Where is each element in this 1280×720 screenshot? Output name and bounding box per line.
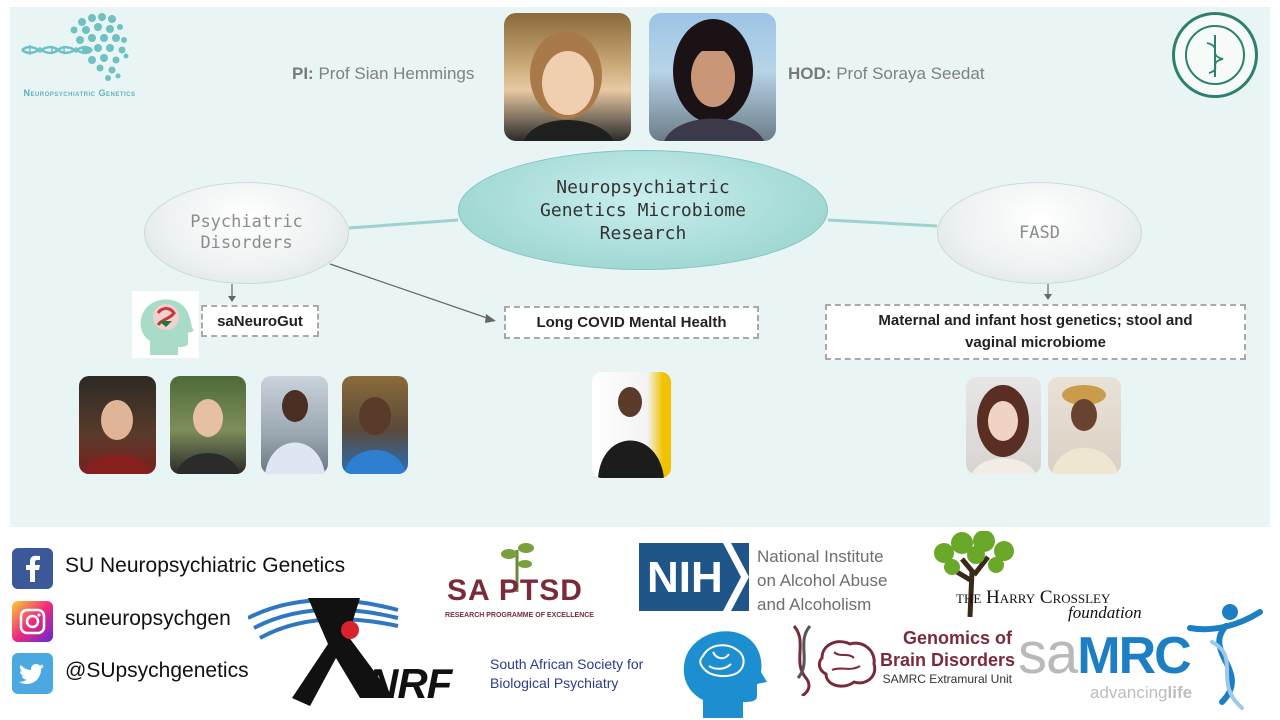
- sasbp-name: South African Society for Biological Psy…: [490, 655, 643, 693]
- plant-sprout-icon: [501, 543, 534, 592]
- arrow-longcovid: [329, 263, 491, 320]
- gbd-text: Genomics of Brain Disorders SAMRC Extram…: [880, 627, 1016, 687]
- samrc-logo: saMRC: [1018, 621, 1192, 700]
- portrait-1: [85, 400, 151, 474]
- sa-ptsd-logo: SA PTSD RESEARCH PROGRAMME OF EXCELLENCE: [437, 540, 602, 622]
- node-psychiatric-disorders: Psychiatric Disorders: [144, 182, 349, 284]
- samrc-tag-advancing: advancing: [1090, 683, 1168, 702]
- diagram-connectors: [228, 218, 1052, 323]
- logo-caption: Neuropsychiatric Genetics: [23, 88, 136, 98]
- niaaa-line-1: National Institute: [757, 547, 884, 566]
- box-long-covid-label: Long COVID Mental Health: [536, 314, 727, 331]
- portrait-2: [176, 399, 240, 474]
- niaaa-line-2: on Alcohol Abuse: [757, 571, 888, 590]
- connector-left: [348, 218, 459, 230]
- portrait-4: [344, 397, 406, 474]
- pi-name: Prof Sian Hemmings: [318, 64, 475, 83]
- team-photo-6: [966, 377, 1041, 474]
- dna-head-icon: [21, 13, 129, 81]
- facebook-handle[interactable]: SU Neuropsychiatric Genetics: [65, 554, 346, 577]
- nrf-logo: NRF: [247, 588, 458, 712]
- tree-icon: [934, 530, 1014, 618]
- dna-person-icon: [1187, 604, 1263, 710]
- team-photo-2: [170, 376, 246, 474]
- portrait-7: [1052, 385, 1118, 474]
- box-maternal-label: Maternal and infant host genetics; stool…: [878, 312, 1193, 351]
- sa-ptsd-text: SA PTSD: [447, 574, 583, 607]
- twitter-icon[interactable]: [12, 653, 53, 694]
- sasbp-line-2: Biological Psychiatry: [490, 675, 619, 691]
- nih-chevron-icon: [723, 543, 749, 611]
- samrc-figure: [1182, 602, 1270, 714]
- nih-logo: NIH: [639, 543, 749, 611]
- twitter-handle[interactable]: @SUpsychgenetics: [65, 659, 249, 682]
- niaaa-name: National Institute on Alcohol Abuse and …: [757, 545, 887, 617]
- nrf-emblem: [247, 598, 399, 706]
- hod-photo: [649, 13, 776, 141]
- team-photo-5: [592, 372, 671, 478]
- connector-right: [827, 218, 938, 228]
- nrf-text: NRF: [368, 660, 452, 707]
- node-psychiatric-label: Psychiatric Disorders: [190, 212, 303, 253]
- pi-photo: [504, 13, 631, 141]
- caduceus-icon: [1206, 35, 1224, 77]
- university-seal: [1172, 12, 1258, 98]
- nih-text: NIH: [647, 553, 723, 602]
- pi-label: PI: Prof Sian Hemmings: [292, 64, 474, 84]
- sasbp-line-1: South African Society for: [490, 656, 644, 672]
- neuropsychiatric-genetics-logo: Neuropsychiatric Genetics: [12, 10, 147, 100]
- samrc-tagline: advancinglife: [1090, 683, 1192, 703]
- sasbp-head-logo: [673, 620, 769, 718]
- box-maternal-infant: Maternal and infant host genetics; stool…: [825, 304, 1246, 360]
- node-fasd-label: FASD: [1019, 222, 1060, 243]
- harry-crossley-tree: [922, 530, 1032, 618]
- team-photo-7: [1048, 377, 1121, 474]
- portrait-6: [972, 385, 1036, 474]
- instagram-handle[interactable]: suneuropsychgen: [65, 607, 231, 630]
- dna-brain-icon: [792, 625, 877, 698]
- instagram-icon[interactable]: [12, 601, 53, 642]
- sa-ptsd-subtext: RESEARCH PROGRAMME OF EXCELLENCE: [445, 612, 594, 619]
- hod-name: Prof Soraya Seedat: [836, 64, 985, 83]
- gbd-line-1: Genomics of: [902, 628, 1012, 648]
- hod-portrait: [664, 19, 764, 141]
- node-center-label: Neuropsychiatric Genetics Microbiome Res…: [540, 176, 746, 244]
- seal-inner-ring: [1185, 25, 1245, 85]
- box-long-covid: Long COVID Mental Health: [504, 306, 759, 339]
- team-photo-4: [342, 376, 408, 474]
- samrc-sa: sa: [1018, 621, 1078, 686]
- pi-portrait: [524, 31, 614, 141]
- niaaa-line-3: and Alcoholism: [757, 595, 872, 614]
- gbd-line-3: SAMRC Extramural Unit: [882, 672, 1012, 686]
- portrait-3: [265, 390, 325, 474]
- harry-crossley-name: the Harry Crossley: [956, 587, 1111, 608]
- pi-title: PI:: [292, 64, 314, 83]
- gbd-logo: [788, 622, 880, 698]
- node-center: Neuropsychiatric Genetics Microbiome Res…: [458, 150, 828, 270]
- box-saneurogut-label: saNeuroGut: [217, 312, 303, 330]
- portrait-5: [598, 387, 664, 478]
- node-fasd: FASD: [937, 182, 1142, 284]
- hod-label: HOD: Prof Soraya Seedat: [788, 64, 985, 84]
- team-photo-3: [261, 376, 328, 474]
- samrc-tag-life: life: [1167, 683, 1193, 702]
- hod-title: HOD:: [788, 64, 832, 83]
- team-photo-1: [79, 376, 156, 474]
- facebook-icon[interactable]: [12, 548, 53, 589]
- gbd-line-2: Brain Disorders: [880, 650, 1016, 670]
- saneurogut-logo: [132, 291, 199, 358]
- brain-head-icon: [683, 631, 767, 718]
- harry-crossley-foundation: foundation: [1068, 603, 1142, 622]
- box-saneurogut: saNeuroGut: [201, 305, 319, 337]
- samrc-mrc: MRC: [1077, 627, 1191, 685]
- head-gut-icon: [140, 299, 194, 355]
